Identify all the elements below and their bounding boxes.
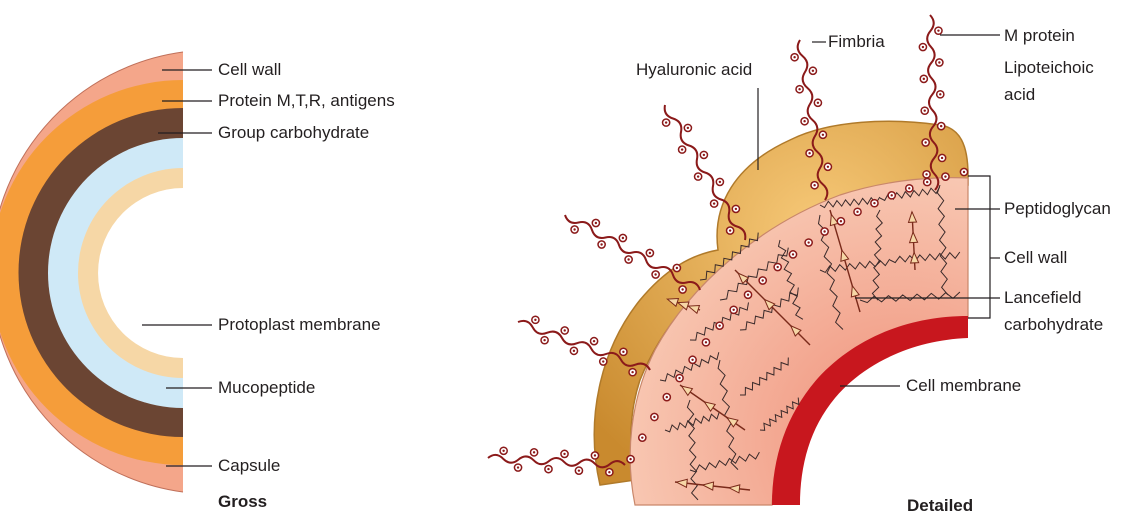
label-protoplast-membrane: Protoplast membrane bbox=[218, 315, 381, 335]
fimbria-dot-core bbox=[573, 228, 575, 230]
fimbria-dot-core bbox=[703, 154, 705, 156]
fimbria-dot-core bbox=[533, 451, 535, 453]
label-protein-antigens: Protein M,T,R, antigens bbox=[218, 91, 395, 111]
surface-dot-core bbox=[641, 436, 643, 438]
surface-dot-core bbox=[653, 416, 655, 418]
fimbria-dot-core bbox=[813, 184, 815, 186]
fimbria-dot-core bbox=[941, 157, 943, 159]
fimbria-dot-core bbox=[939, 93, 941, 95]
fimbria-dot-core bbox=[595, 222, 597, 224]
fimbria-dot-core bbox=[665, 121, 667, 123]
fimbria-dot-core bbox=[649, 252, 651, 254]
fimbria-dot-core bbox=[563, 453, 565, 455]
label-lipoteichoic-acid: acid bbox=[1004, 85, 1035, 105]
fimbria-dot-core bbox=[681, 288, 683, 290]
label-capsule: Capsule bbox=[218, 456, 280, 476]
label-lipoteichoic: Lipoteichoic bbox=[1004, 58, 1094, 78]
fimbria-dot-core bbox=[608, 471, 610, 473]
surface-dot-core bbox=[691, 359, 693, 361]
fimbria-dot-core bbox=[719, 181, 721, 183]
fimbria-dot-core bbox=[578, 469, 580, 471]
fimbria-dot-core bbox=[534, 319, 536, 321]
fimbria-dot-core bbox=[654, 273, 656, 275]
fimbria-dot-core bbox=[938, 61, 940, 63]
fimbria-dot-core bbox=[925, 173, 927, 175]
fimbria-dot-core bbox=[924, 109, 926, 111]
label-cell-wall-detailed: Cell wall bbox=[1004, 248, 1067, 268]
fimbria-dot-core bbox=[676, 267, 678, 269]
fimbria-dot-core bbox=[803, 120, 805, 122]
surface-dot-core bbox=[747, 294, 749, 296]
surface-dot-core bbox=[732, 309, 734, 311]
fimbria-dot-core bbox=[622, 351, 624, 353]
fimbria-dot-core bbox=[564, 329, 566, 331]
fimbria-dot-core bbox=[602, 360, 604, 362]
fimbria-dot-core bbox=[798, 88, 800, 90]
fimbria-dot-core bbox=[922, 46, 924, 48]
fimbria-dot-core bbox=[600, 243, 602, 245]
bracket-cell-wall bbox=[968, 176, 990, 318]
fimbria-dot-core bbox=[681, 148, 683, 150]
label-fimbria: Fimbria bbox=[828, 32, 885, 52]
fimbria-dot-core bbox=[817, 102, 819, 104]
fimbria-dot-core bbox=[594, 454, 596, 456]
fimbria-dot-core bbox=[687, 127, 689, 129]
fimbria-dot-core bbox=[627, 258, 629, 260]
label-mucopeptide: Mucopeptide bbox=[218, 378, 315, 398]
surface-dot-core bbox=[926, 181, 928, 183]
label-cell-wall: Cell wall bbox=[218, 60, 281, 80]
surface-dot-core bbox=[807, 241, 809, 243]
fimbria-dot-core bbox=[593, 340, 595, 342]
label-hyaluronic-acid: Hyaluronic acid bbox=[636, 60, 752, 80]
fimbria-dot-core bbox=[631, 371, 633, 373]
surface-dot-core bbox=[856, 211, 858, 213]
caption-detailed: Detailed bbox=[907, 496, 973, 516]
fimbria-dot-core bbox=[697, 175, 699, 177]
surface-dot-core bbox=[944, 175, 946, 177]
detailed-diagram bbox=[488, 15, 1000, 505]
fimbria-dot-core bbox=[502, 450, 504, 452]
surface-dot-core bbox=[761, 279, 763, 281]
fimbria-dot-core bbox=[622, 237, 624, 239]
fimbria-dot-core bbox=[822, 134, 824, 136]
fimbria-dot-core bbox=[547, 468, 549, 470]
surface-dot-core bbox=[891, 194, 893, 196]
fimbria-dot-core bbox=[729, 229, 731, 231]
caption-gross: Gross bbox=[218, 492, 267, 512]
surface-dot-core bbox=[873, 202, 875, 204]
label-cell-membrane: Cell membrane bbox=[906, 376, 1021, 396]
surface-dot-core bbox=[792, 253, 794, 255]
label-m-protein: M protein bbox=[1004, 26, 1075, 46]
fimbria-dot-core bbox=[808, 152, 810, 154]
fimbria-dot-core bbox=[735, 208, 737, 210]
surface-dot-core bbox=[718, 324, 720, 326]
surface-dot-core bbox=[776, 266, 778, 268]
label-lancefield-carbohydrate: carbohydrate bbox=[1004, 315, 1103, 335]
fimbria-dot-core bbox=[543, 339, 545, 341]
surface-dot-core bbox=[823, 230, 825, 232]
fimbria-dot-core bbox=[573, 350, 575, 352]
surface-dot-core bbox=[705, 341, 707, 343]
fimbria-dot-core bbox=[713, 202, 715, 204]
fimbria-dot-core bbox=[812, 70, 814, 72]
fimbria-dot-core bbox=[924, 141, 926, 143]
surface-dot-core bbox=[678, 377, 680, 379]
fimbria-dot-core bbox=[923, 78, 925, 80]
surface-dot-core bbox=[629, 458, 631, 460]
surface-dot-core bbox=[666, 396, 668, 398]
fimbria-dot-core bbox=[827, 166, 829, 168]
surface-dot-core bbox=[963, 171, 965, 173]
label-group-carbohydrate: Group carbohydrate bbox=[218, 123, 369, 143]
fimbria-dot-core bbox=[517, 466, 519, 468]
label-lancefield: Lancefield bbox=[1004, 288, 1082, 308]
gross-diagram bbox=[0, 52, 212, 492]
fimbria-dot-core bbox=[937, 29, 939, 31]
fimbria-dot-core bbox=[793, 56, 795, 58]
fimbria-dot-core bbox=[940, 125, 942, 127]
surface-dot-core bbox=[908, 187, 910, 189]
label-peptidoglycan: Peptidoglycan bbox=[1004, 199, 1111, 219]
surface-dot-core bbox=[840, 220, 842, 222]
